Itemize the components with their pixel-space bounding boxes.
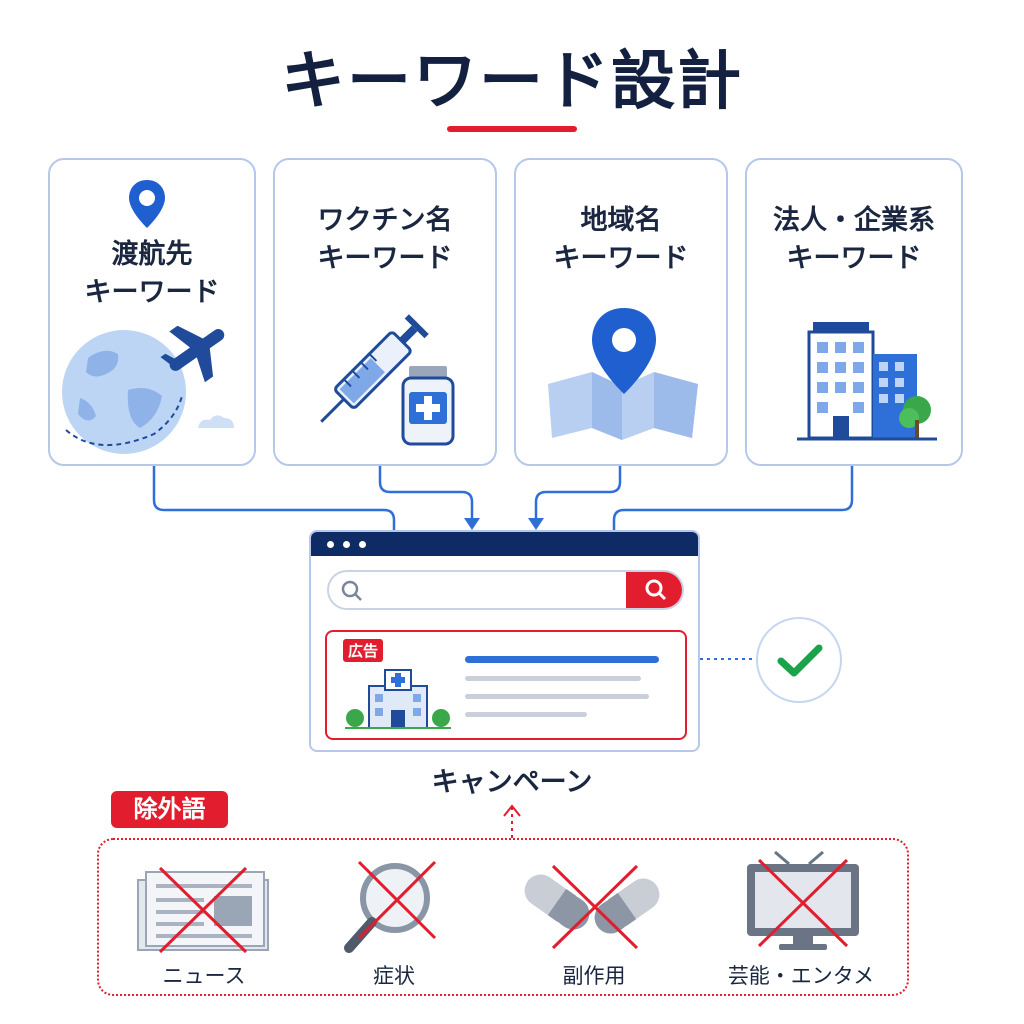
keyword-card-vaccine: ワクチン名 キーワード [273,158,497,466]
card-label-line2: キーワード [317,243,453,274]
page-title: キーワード設計 [281,45,743,119]
ad-result[interactable]: 広告 [325,630,687,740]
negative-item-label: 芸能・エンタメ [727,964,875,988]
ad-headline-line [465,656,659,663]
television-icon [747,850,859,950]
card-label-line1: ワクチン名 [317,205,453,236]
negative-item-label: 症状 [373,964,415,988]
negative-keywords-box: ニュース 症状 副作用 芸能・エンタメ [97,838,909,996]
syringe-vial-icon [320,314,455,446]
negative-item-label: 副作用 [562,964,626,988]
capsule-icon [524,864,660,950]
title-underline [447,126,577,132]
window-dot [359,541,366,548]
ad-text-line [465,712,587,717]
map-pin-icon [548,308,698,440]
card-label-line1: 法人・企業系 [773,205,935,236]
ad-badge: 広告 [343,639,384,662]
campaign-label: キャンペーン [431,767,593,798]
card-label-line2: キーワード [786,243,922,274]
approved-check [756,617,842,703]
ad-text-line [465,676,641,681]
card-label-line1: 地域名 [580,205,662,236]
card-label-line2: キーワード [553,243,689,274]
keyword-card-corporate: 法人・企業系 キーワード [745,158,963,466]
hospital-icon [345,669,451,729]
search-icon [341,580,362,601]
newspaper-icon [137,866,269,954]
globe-airplane-icon [62,325,234,454]
campaign-browser-window: 広告 [309,530,700,752]
search-icon [645,579,667,601]
location-pin-icon [129,180,165,228]
check-icon [777,644,823,677]
negative-keywords-tag: 除外語 [111,791,228,828]
keyword-card-destination: 渡航先 キーワード [48,158,256,466]
office-building-icon [797,322,937,441]
keyword-card-region: 地域名 キーワード [514,158,728,466]
window-dot [327,541,334,548]
negative-item-label: ニュース [162,964,246,988]
browser-title-bar [311,532,698,556]
card-label-line1: 渡航先 [111,239,193,270]
window-dot [343,541,350,548]
ad-text-line [465,694,649,699]
magnifier-icon [344,860,437,953]
card-label-line2: キーワード [84,277,220,308]
search-bar[interactable] [327,570,684,610]
search-button[interactable] [626,572,682,608]
